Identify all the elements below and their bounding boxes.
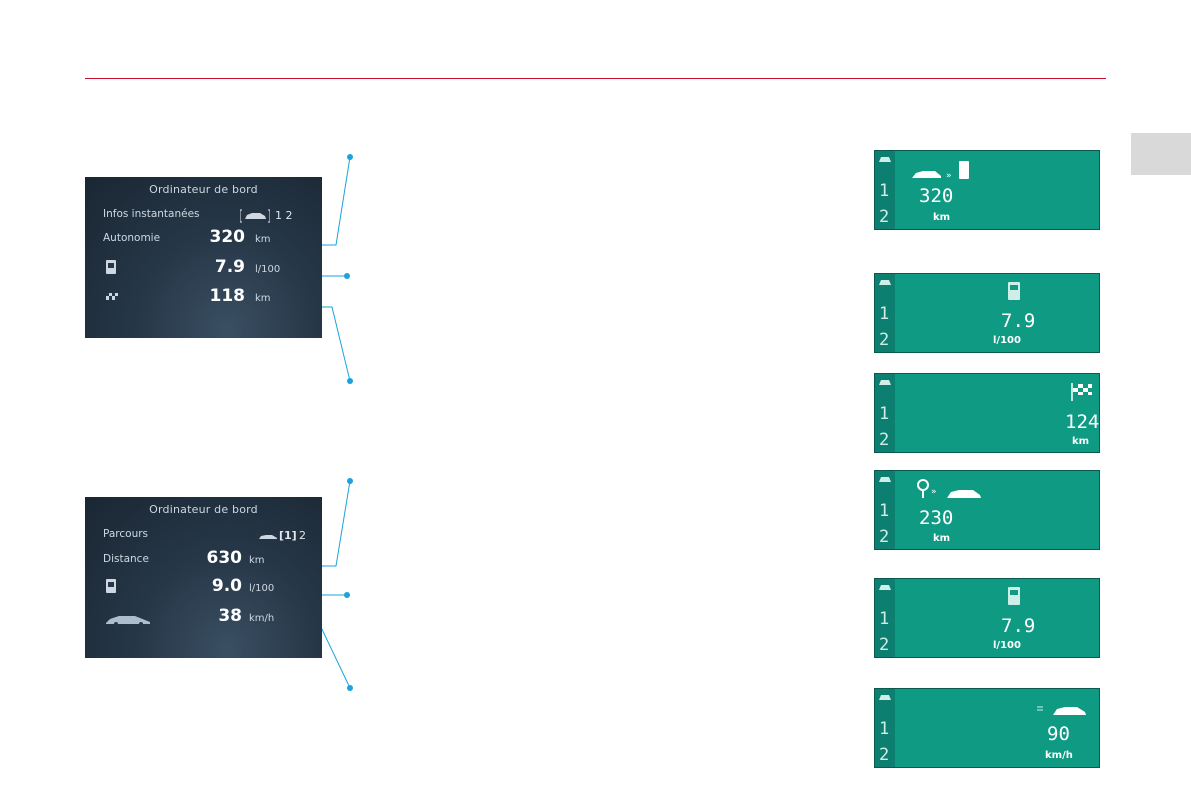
car-front-icon xyxy=(879,477,891,482)
car-to-fuel-icon: » xyxy=(912,161,969,181)
lcd-row-2: 2 xyxy=(879,745,890,765)
lcd-display-consumption: 1 2 7.9 l/100 xyxy=(874,273,1100,353)
lcd-unit: km xyxy=(933,212,951,223)
lcd-row-1: 1 xyxy=(879,501,890,521)
lcd-unit: l/100 xyxy=(993,640,1021,651)
lcd-value: 7.9 xyxy=(1001,310,1036,332)
lcd-display-trip-distance: 1 2 » 230 km xyxy=(874,470,1100,550)
mode-label: Infos instantanées xyxy=(103,208,200,220)
lcd-row-2: 2 xyxy=(879,207,890,227)
row-label-range: Autonomie xyxy=(103,232,161,244)
header-rule xyxy=(85,78,1106,79)
mode-label: Parcours xyxy=(103,528,149,540)
svg-text:»: » xyxy=(931,487,937,497)
car-speed-icon xyxy=(1037,706,1086,715)
distance-unit: km xyxy=(249,555,265,566)
distance-remaining-value: 118 xyxy=(209,286,246,306)
avg-consumption-unit: l/100 xyxy=(249,583,275,594)
lcd-unit: km/h xyxy=(1045,750,1073,761)
lcd-row-1: 1 xyxy=(879,719,890,739)
car-front-icon xyxy=(879,695,891,700)
avg-consumption-value: 9.0 xyxy=(211,576,242,596)
lcd-display-avg-consumption: 1 2 7.9 l/100 xyxy=(874,578,1100,658)
lcd-unit: km xyxy=(933,533,951,544)
lcd-row-2: 2 xyxy=(879,527,890,547)
lcd-value: 7.9 xyxy=(1001,615,1036,637)
lcd-row-2: 2 xyxy=(879,430,890,450)
screen-title: Ordinateur de bord xyxy=(149,183,258,196)
consumption-value: 7.9 xyxy=(214,257,245,277)
lcd-column xyxy=(875,689,895,767)
fuel-pump-icon xyxy=(1008,282,1020,300)
lcd-unit: km xyxy=(1072,436,1090,447)
car-icon xyxy=(259,535,277,539)
fuel-pump-icon xyxy=(1008,587,1020,605)
consumption-unit: l/100 xyxy=(255,264,281,275)
distance-value: 630 xyxy=(206,548,243,568)
lcd-display-avg-speed: 1 2 90 km/h xyxy=(874,688,1100,768)
lcd-column xyxy=(875,471,895,549)
mode-selected: [1] xyxy=(279,529,297,542)
car-front-icon xyxy=(879,380,891,385)
lcd-row-1: 1 xyxy=(879,609,890,629)
lcd-column xyxy=(875,274,895,352)
trip-computer-screen-trip: Ordinateur de bord Parcours [1] 2 Distan… xyxy=(85,497,322,658)
car-bracket-icon xyxy=(240,209,270,223)
mode-selector: 1 2 xyxy=(275,209,293,222)
lcd-column xyxy=(875,151,895,229)
avg-speed-value: 38 xyxy=(218,606,242,626)
lcd-value: 124 xyxy=(1065,411,1100,433)
lcd-row-2: 2 xyxy=(879,635,890,655)
lcd-value: 90 xyxy=(1047,723,1070,745)
checkered-flag-icon xyxy=(106,293,118,300)
car-front-icon xyxy=(879,280,891,285)
lcd-display-distance: 1 2 124 km xyxy=(874,373,1100,453)
trip-computer-screen-instant: Ordinateur de bord Infos instantanées 1 … xyxy=(85,177,322,338)
mode-other: 2 xyxy=(299,529,306,542)
avg-speed-unit: km/h xyxy=(249,613,275,624)
lcd-column xyxy=(875,579,895,657)
lcd-row-1: 1 xyxy=(879,181,890,201)
fuel-pump-icon xyxy=(106,260,116,274)
lcd-unit: l/100 xyxy=(993,335,1021,346)
pin-to-car-icon: » xyxy=(917,479,981,498)
lcd-value: 320 xyxy=(919,185,954,207)
row-label-distance: Distance xyxy=(103,553,149,565)
checkered-flag-icon xyxy=(1071,383,1092,401)
lcd-display-range: 1 2 » 320 km xyxy=(874,150,1100,230)
range-value: 320 xyxy=(209,227,246,247)
svg-text:»: » xyxy=(946,171,952,181)
car-front-icon xyxy=(879,157,891,162)
car-icon xyxy=(106,616,150,626)
chapter-tab xyxy=(1131,133,1191,175)
car-front-icon xyxy=(879,585,891,590)
range-unit: km xyxy=(255,234,271,245)
lcd-row-1: 1 xyxy=(879,404,890,424)
lcd-row-1: 1 xyxy=(879,304,890,324)
lcd-column xyxy=(875,374,895,452)
screen-title: Ordinateur de bord xyxy=(149,503,258,516)
lcd-row-2: 2 xyxy=(879,330,890,350)
distance-remaining-unit: km xyxy=(255,293,271,304)
lcd-value: 230 xyxy=(919,507,954,529)
fuel-pump-icon xyxy=(106,579,116,593)
